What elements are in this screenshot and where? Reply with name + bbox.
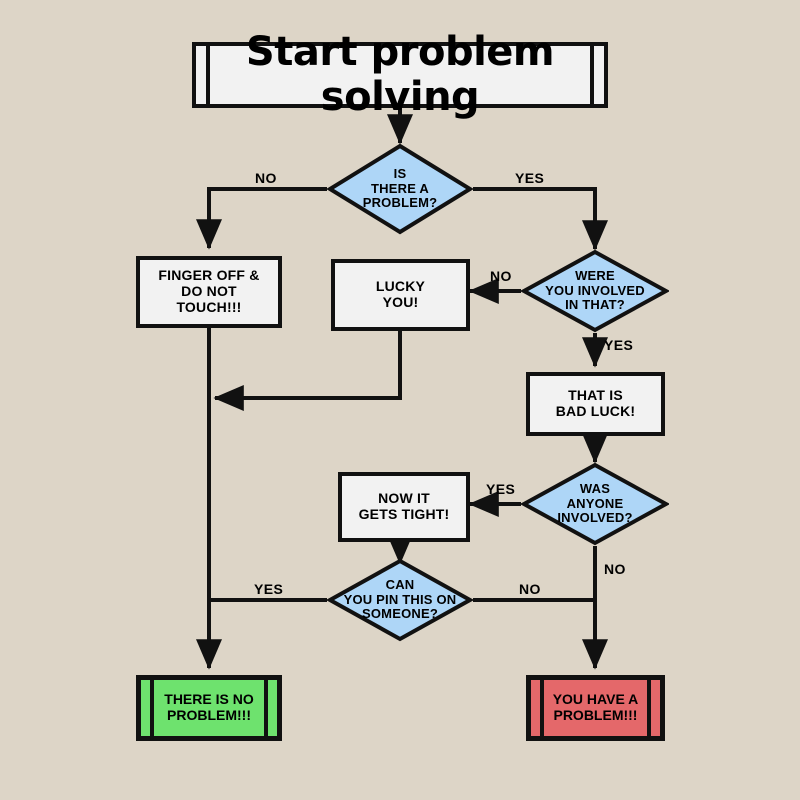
node-were-involved-line2: YOU INVOLVED	[545, 282, 645, 298]
node-finger-off-line2: DO NOT	[181, 283, 237, 300]
node-is-problem-line3: PROBLEM?	[362, 195, 438, 211]
node-pin-on-someone[interactable]: CAN YOU PIN THIS ON SOMEONE?	[327, 558, 473, 642]
node-no-problem-line1: THERE IS NO	[164, 691, 254, 708]
node-bad-luck[interactable]: THAT IS BAD LUCK!	[526, 372, 665, 436]
node-lucky-you-line2: YOU!	[382, 294, 419, 310]
node-pin-line3: SOMEONE?	[361, 606, 438, 622]
node-start[interactable]: Start problem solving	[192, 30, 608, 119]
node-pin-line1: CAN	[385, 577, 415, 593]
edge-label-is-problem-no: NO	[255, 170, 277, 186]
node-were-involved-line1: WERE	[575, 268, 615, 284]
edge-lucky-you-merge	[213, 331, 402, 411]
terminator-bar-left	[206, 46, 210, 104]
node-have-problem-line1: YOU HAVE A	[552, 691, 639, 708]
edge-is-problem-no	[195, 187, 327, 250]
node-have-problem[interactable]: YOU HAVE A PROBLEM!!!	[526, 675, 665, 741]
node-were-involved-line3: IN THAT?	[565, 297, 625, 313]
node-anyone-involved-line3: INVOLVED?	[557, 510, 633, 526]
node-no-problem-label: THERE IS NO PROBLEM!!!	[150, 692, 267, 723]
diamond-shape	[327, 143, 473, 235]
node-finger-off[interactable]: FINGER OFF & DO NOT TOUCH!!!	[136, 256, 282, 328]
node-finger-off-line3: TOUCH!!!	[176, 298, 242, 315]
node-have-problem-label: YOU HAVE A PROBLEM!!!	[539, 692, 653, 723]
edge-is-problem-yes	[473, 187, 608, 251]
edge-label-pin-yes: YES	[254, 581, 284, 597]
node-lucky-you[interactable]: LUCKY YOU!	[331, 259, 470, 331]
node-no-problem[interactable]: THERE IS NO PROBLEM!!!	[136, 675, 282, 741]
node-is-problem-line2: THERE A	[371, 180, 429, 196]
diamond-shape	[327, 558, 473, 642]
terminator-bar-left	[150, 680, 154, 736]
node-is-problem-line1: IS	[393, 166, 407, 182]
node-lucky-you-line1: LUCKY	[375, 278, 426, 295]
node-gets-tight-line1: NOW IT	[378, 490, 430, 507]
node-bad-luck-line2: BAD LUCK!	[555, 403, 636, 419]
terminator-bar-left	[540, 680, 544, 736]
edge-label-is-problem-yes: YES	[515, 170, 545, 186]
node-start-label: Start problem solving	[245, 29, 555, 120]
node-were-involved[interactable]: WERE YOU INVOLVED IN THAT?	[521, 249, 669, 333]
node-gets-tight[interactable]: NOW IT GETS TIGHT!	[338, 472, 470, 542]
edge-label-were-involved-no: NO	[490, 268, 512, 284]
node-anyone-involved[interactable]: WAS ANYONE INVOLVED?	[521, 462, 669, 546]
terminator-bar-right	[590, 46, 594, 104]
node-gets-tight-label: NOW IT GETS TIGHT!	[345, 491, 464, 522]
edge-label-anyone-involved-yes: YES	[486, 481, 516, 497]
node-have-problem-line2: PROBLEM!!!	[553, 707, 638, 723]
node-pin-on-someone-label: CAN YOU PIN THIS ON SOMEONE?	[344, 578, 457, 622]
edge-label-anyone-involved-no: NO	[604, 561, 626, 577]
edge-label-were-involved-yes: YES	[604, 337, 634, 353]
node-pin-line2: YOU PIN THIS ON	[343, 591, 457, 607]
node-anyone-involved-line2: ANYONE	[566, 495, 624, 511]
edge-label-pin-no: NO	[519, 581, 541, 597]
node-is-problem-label: IS THERE A PROBLEM?	[363, 167, 438, 211]
node-lucky-you-label: LUCKY YOU!	[362, 279, 439, 310]
node-bad-luck-label: THAT IS BAD LUCK!	[542, 388, 650, 419]
node-anyone-involved-line1: WAS	[579, 481, 611, 497]
node-bad-luck-line1: THAT IS	[568, 387, 623, 404]
node-were-involved-label: WERE YOU INVOLVED IN THAT?	[545, 269, 645, 313]
node-anyone-involved-label: WAS ANYONE INVOLVED?	[557, 482, 632, 526]
node-no-problem-line2: PROBLEM!!!	[167, 707, 251, 723]
diamond-shape	[521, 249, 669, 333]
terminator-bar-right	[264, 680, 268, 736]
node-gets-tight-line2: GETS TIGHT!	[358, 506, 450, 522]
node-finger-off-line1: FINGER OFF &	[158, 267, 260, 284]
diamond-shape	[521, 462, 669, 546]
terminator-bar-right	[647, 680, 651, 736]
node-is-problem[interactable]: IS THERE A PROBLEM?	[327, 143, 473, 235]
node-finger-off-label: FINGER OFF & DO NOT TOUCH!!!	[144, 268, 273, 315]
